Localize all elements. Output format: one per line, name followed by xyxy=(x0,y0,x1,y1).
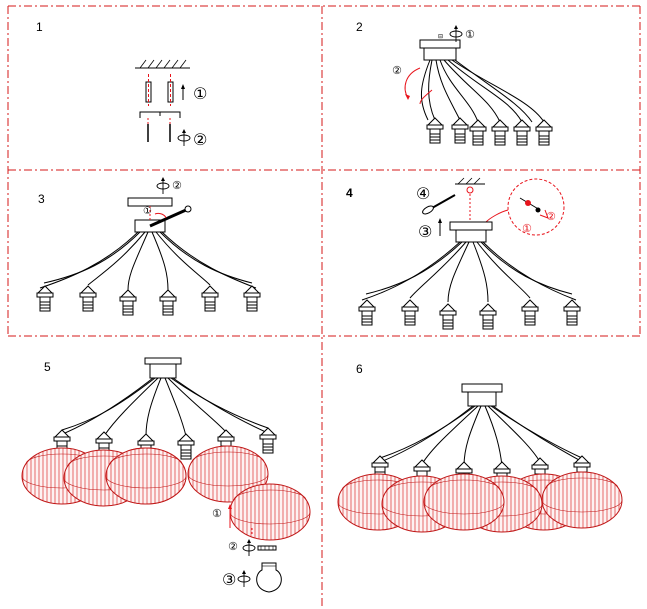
panel-6 xyxy=(337,383,623,533)
panel-3 xyxy=(36,176,261,316)
panel-2-step-2: ② xyxy=(392,64,402,77)
panel-4-step-2: ② xyxy=(546,210,556,223)
panel-dividers xyxy=(7,5,641,609)
panel-3-step-1: ① xyxy=(143,206,152,217)
panel-1-step-2: ② xyxy=(193,130,208,149)
panel-4 xyxy=(358,177,581,330)
panel-4-number: 4 xyxy=(346,186,353,200)
panel-5 xyxy=(21,357,311,593)
panel-1 xyxy=(135,59,191,147)
panel-1-step-1: ① xyxy=(193,84,208,103)
svg-text:⊟: ⊟ xyxy=(438,34,443,40)
panel-5-step-2: ② xyxy=(228,540,238,553)
panel-2: ⊟ xyxy=(404,24,553,146)
panel-4-step-4: ④ xyxy=(416,184,431,203)
panel-5-step-3: ③ xyxy=(222,570,237,589)
panel-3-number: 3 xyxy=(38,192,45,206)
panel-4-step-1: ① xyxy=(522,222,532,235)
panel-5-step-1: ① xyxy=(212,507,222,520)
panel-4-step-3: ③ xyxy=(418,222,433,241)
panel-3-step-2: ② xyxy=(172,179,182,192)
panel-5-number: 5 xyxy=(44,360,51,374)
panel-2-step-1: ① xyxy=(465,28,475,41)
panel-1-number: 1 xyxy=(36,20,43,34)
panel-2-number: 2 xyxy=(356,20,363,34)
panel-6-number: 6 xyxy=(356,362,363,376)
